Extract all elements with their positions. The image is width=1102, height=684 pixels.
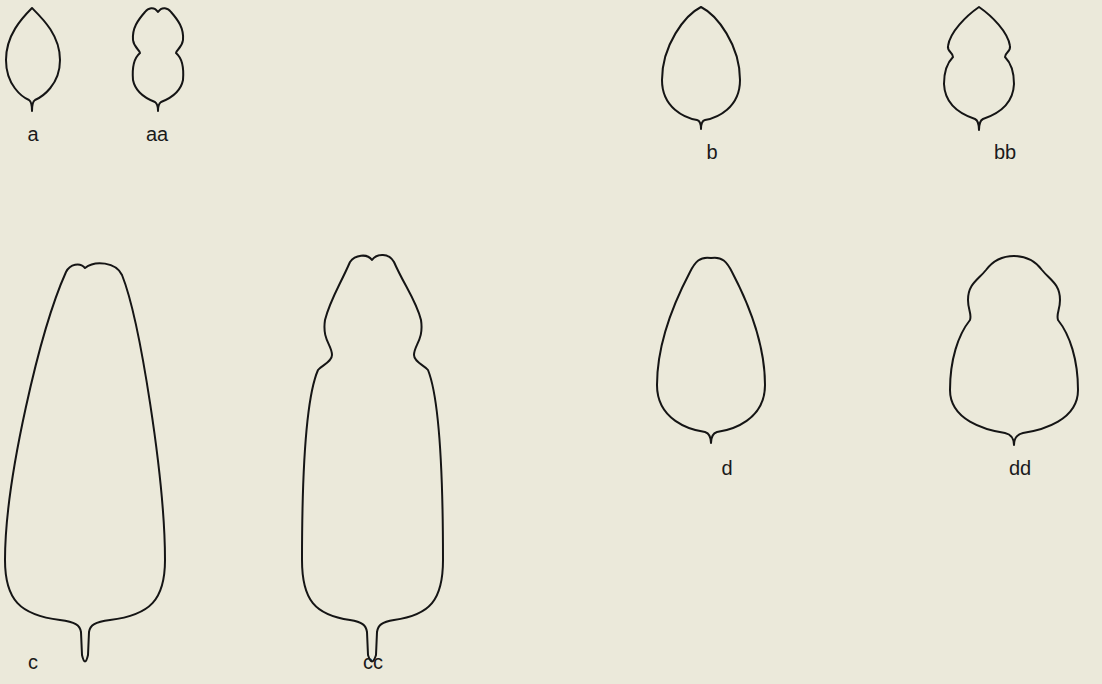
figure-label: d xyxy=(721,458,732,478)
leaf-outline xyxy=(302,255,443,662)
figure-label: c xyxy=(28,652,38,672)
leaf-outline xyxy=(5,263,165,661)
figure-label: a xyxy=(27,124,38,144)
figure-label: bb xyxy=(994,142,1016,162)
leaf-outline xyxy=(662,7,740,129)
leaf-outline xyxy=(6,8,60,111)
figure-label: aa xyxy=(146,124,168,144)
leaf-outline xyxy=(133,8,183,111)
figure-label: cc xyxy=(363,652,383,672)
leaf-outline xyxy=(657,258,765,443)
figure-label: b xyxy=(706,142,717,162)
leaf-outline xyxy=(950,256,1078,445)
figure-label: dd xyxy=(1009,458,1031,478)
leaf-outline xyxy=(944,7,1014,130)
